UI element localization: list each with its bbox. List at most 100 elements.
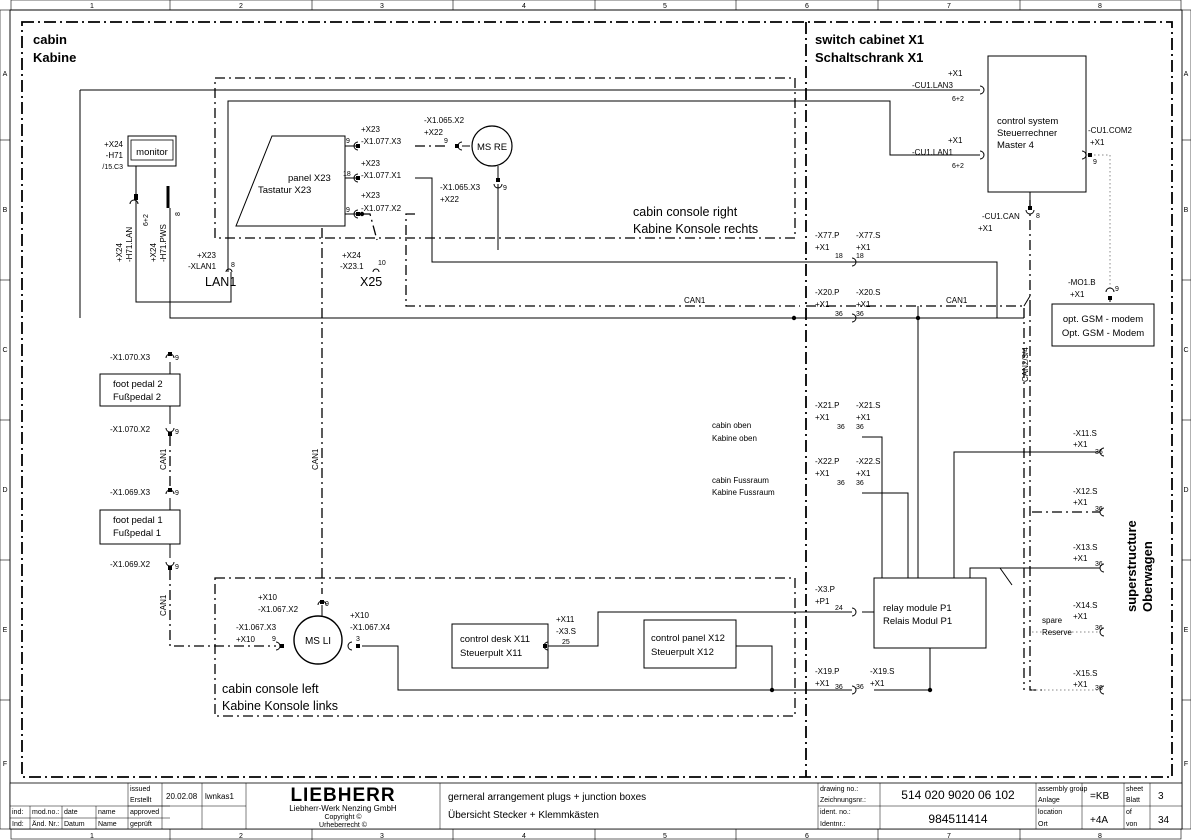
pin-36-k: 36 — [1095, 561, 1103, 568]
lbl-x1-t: +X1 — [1073, 680, 1088, 689]
lbl-h71pws: -H71.PWS — [159, 224, 168, 262]
pin-36-j: 36 — [1095, 506, 1103, 513]
lbl-cabin-fussraum: cabin Fussraum — [712, 476, 769, 485]
control-panel-x12: control panel X12 Steuerpult X12 — [643, 619, 737, 669]
lbl-x24-c: +X24 — [149, 243, 158, 262]
lbl-x1-a: +X1 — [948, 69, 963, 78]
row-d-right: D — [1183, 487, 1188, 494]
col-8: 8 — [1098, 3, 1102, 10]
row-e: E — [3, 627, 8, 634]
connector-pins — [134, 144, 1112, 648]
tb-title-de: Übersicht Stecker + Klemmkästen — [448, 809, 599, 821]
lbl-x1-l: +X1 — [815, 469, 830, 478]
lbl-x1-e: +X1 — [1070, 290, 1085, 299]
lbl-x24-b: +X24 — [115, 243, 124, 262]
lbl-x24-a: +X24 — [342, 251, 361, 260]
control-desk-x11: control desk X11 Steuerpult X11 — [451, 623, 549, 669]
pin-9-g: 9 — [175, 355, 179, 362]
pin-36-d: 36 — [856, 424, 864, 431]
pin-36-g: 36 — [835, 684, 843, 691]
row-b-right: B — [1184, 207, 1189, 214]
lbl-x22-a: +X22 — [424, 128, 443, 137]
lbl-x1077x1: -X1.077.X1 — [361, 171, 402, 180]
tb-ident-no-label: ident. no.: — [820, 809, 851, 816]
pin-24: 24 — [835, 605, 843, 612]
foot-pedal-2-label-de: Fußpedal 2 — [113, 392, 161, 403]
col-7-bottom: 7 — [947, 833, 951, 840]
col-6-bottom: 6 — [805, 833, 809, 840]
lbl-x1-o: +X1 — [870, 679, 885, 688]
lbl-x23-d: +X23 — [197, 251, 216, 260]
pin-9-b: 9 — [346, 207, 350, 214]
title-block: ind: Ind: mod.no.: Änd. Nr.: date Datum … — [9, 782, 1183, 830]
foot-pedal-2-label: foot pedal 2 — [113, 379, 163, 390]
lbl-x10-a: +X10 — [258, 593, 277, 602]
lbl-can1-c: CAN1 — [311, 448, 320, 470]
col-3: 3 — [380, 3, 384, 10]
lbl-x77p: -X77.P — [815, 231, 839, 240]
pin-9-a: 9 — [346, 138, 350, 145]
lbl-x22p: -X22.P — [815, 457, 839, 466]
tb-datum: Datum — [64, 821, 85, 828]
lbl-x10-c: +X10 — [350, 611, 369, 620]
lbl-x1-f: +X1 — [815, 243, 830, 252]
control-desk-label-de: Steuerpult X11 — [460, 648, 522, 659]
lbl-x1-n: +X1 — [815, 679, 830, 688]
lbl-x1077x3: -X1.077.X3 — [361, 137, 402, 146]
tb-ort: Ort — [1038, 821, 1048, 828]
pin-10: 10 — [378, 260, 386, 267]
connector-labels: +X23 -X1.077.X3 9 +X23 -X1.077.X1 18 +X2… — [110, 69, 1133, 692]
lbl-can234: CAN2/3/4 — [1021, 347, 1030, 382]
tb-company: Liebherr-Werk Nenzing GmbH — [289, 804, 397, 813]
row-f-right: F — [1184, 761, 1188, 768]
control-system-label: control system — [997, 116, 1058, 127]
lbl-x1-g: +X1 — [856, 243, 871, 252]
lbl-can1-b: CAN1 — [946, 296, 968, 305]
row-d: D — [2, 487, 7, 494]
lbl-x21p: -X21.P — [815, 401, 839, 410]
tb-copyright: Copyright © — [324, 813, 362, 821]
lbl-spare-de: Reserve — [1042, 628, 1072, 637]
region-switch-cabinet-title: switch cabinet X1 — [815, 32, 924, 47]
panel-x23: panel X23 Tastatur X23 — [235, 135, 346, 227]
control-system: control system Steuerrechner Master 4 — [987, 55, 1087, 193]
lbl-cu1can: -CU1.CAN — [982, 212, 1020, 221]
col-1-bottom: 1 — [90, 833, 94, 840]
lbl-x15s: -X15.S — [1073, 669, 1097, 678]
pin-18-a: 18 — [343, 171, 351, 178]
tb-location-value: +4A — [1090, 815, 1108, 826]
tb-erstellt: Erstellt — [130, 797, 151, 804]
console-right-title: cabin console right — [633, 205, 738, 219]
foot-pedal-1-label: foot pedal 1 — [113, 515, 163, 526]
col-3-bottom: 3 — [380, 833, 384, 840]
col-2-bottom: 2 — [239, 833, 243, 840]
pin-36-m: 36 — [1095, 685, 1103, 692]
tb-ind: ind: — [12, 809, 23, 816]
pin-3: 3 — [356, 636, 360, 643]
row-f: F — [3, 761, 7, 768]
lbl-x20p: -X20.P — [815, 288, 839, 297]
lbl-x231: -X23.1 — [340, 262, 364, 271]
lbl-x77s: -X77.S — [856, 231, 880, 240]
col-4: 4 — [522, 3, 526, 10]
tb-of: of — [1126, 809, 1132, 816]
lbl-x23-a: +X23 — [361, 125, 380, 134]
tb-urheberrecht: Urheberrecht © — [319, 821, 368, 829]
monitor-ref-x24: +X24 — [104, 140, 123, 149]
pin-9-i: 9 — [175, 490, 179, 497]
pin-8-b: 8 — [175, 212, 182, 216]
pin-36-e: 36 — [837, 480, 845, 487]
lbl-x1-p: +X1 — [1073, 440, 1088, 449]
lbl-x3s: -X3.S — [556, 627, 576, 636]
panel-label-de: Tastatur X23 — [258, 185, 311, 196]
region-cabin-title-de: Kabine — [33, 50, 76, 65]
pin-9-e: 9 — [1093, 159, 1097, 166]
tb-blatt: Blatt — [1126, 797, 1140, 804]
col-5: 5 — [663, 3, 667, 10]
pin-25: 25 — [562, 639, 570, 646]
lbl-x1-j: +X1 — [815, 413, 830, 422]
pin-62-a: 6+2 — [143, 214, 150, 226]
lbl-can1-e: CAN1 — [159, 594, 168, 616]
pin-36-l: 36 — [1095, 625, 1103, 632]
